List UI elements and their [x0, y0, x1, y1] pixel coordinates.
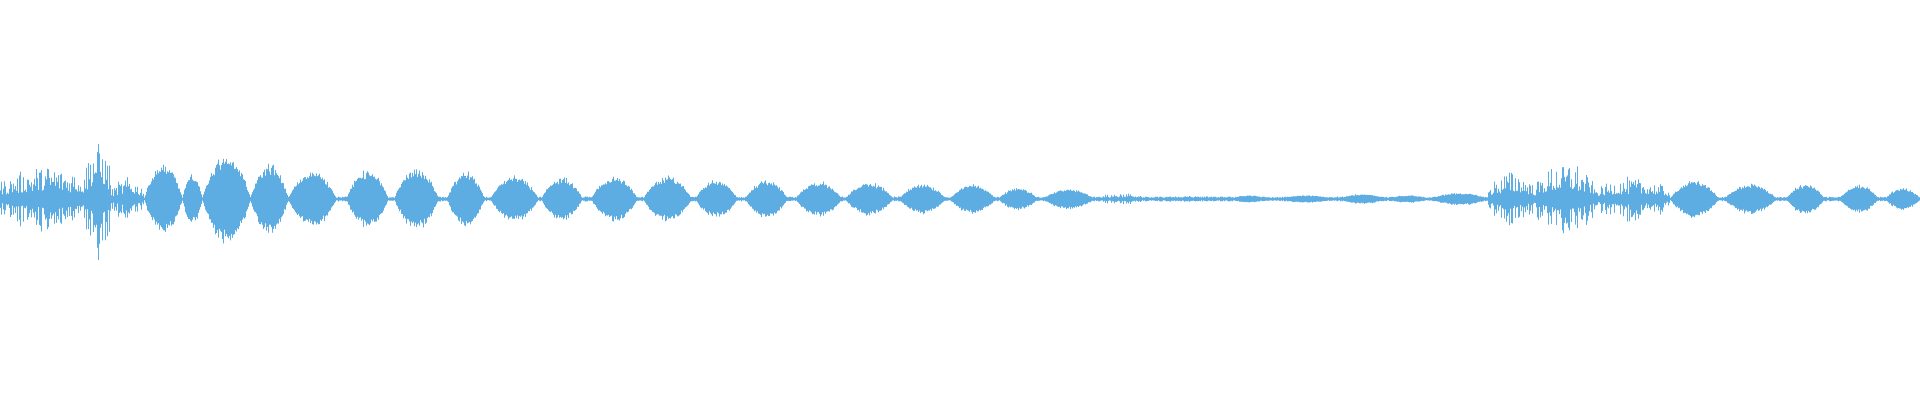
waveform-path [0, 143, 1920, 260]
waveform-bars [0, 143, 1920, 260]
